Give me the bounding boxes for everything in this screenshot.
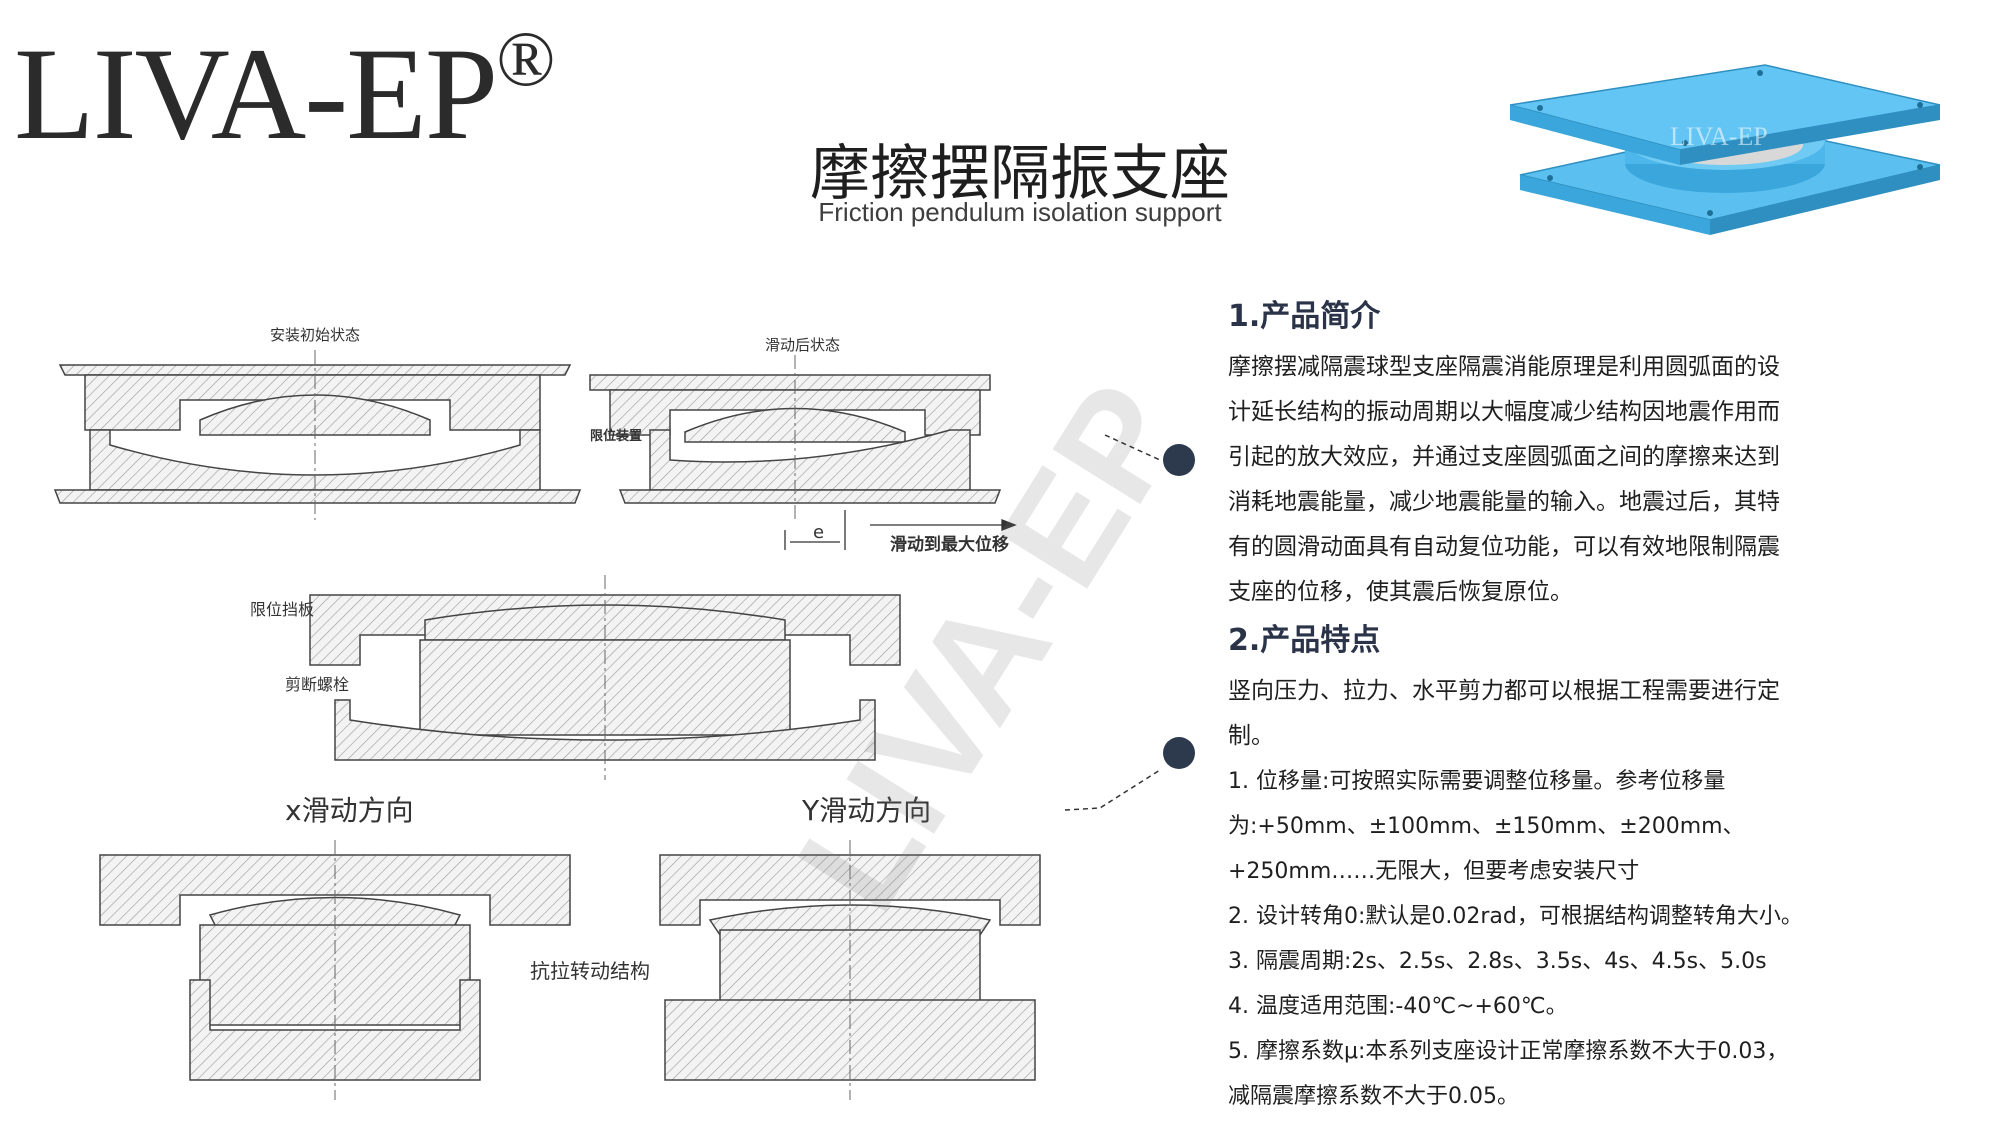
section1-line: 计延长结构的振动周期以大幅度减少结构因地震作用而	[1228, 399, 1780, 425]
brand-logo: LIVA-EP®	[14, 20, 556, 160]
label-shear-bolt: 剪断螺栓	[285, 675, 349, 694]
feature-item: 为:+50mm、±100mm、±150mm、±200mm、	[1228, 814, 1745, 839]
section1-line: 消耗地震能量，减少地震能量的输入。地震过后，其特	[1228, 489, 1780, 515]
label-install-state: 安装初始状态	[270, 326, 360, 344]
engineering-drawings: 安装初始状态 滑动后状态 限位装置 e 滑动到最大位移 限位挡板 剪断螺栓 x滑…	[53, 326, 1041, 1100]
description-column: 1.产品简介 摩擦摆减隔震球型支座隔震消能原理是利用圆弧面的设 计延长结构的振动…	[1228, 295, 1878, 1119]
connector-dot-2	[1163, 737, 1195, 769]
feature-item: 减隔震摩擦系数不大于0.05。	[1228, 1084, 1519, 1109]
label-limit-plate: 限位挡板	[250, 600, 314, 619]
label-e-dimension: e	[813, 522, 824, 543]
page-title: 摩擦摆隔振支座	[810, 139, 1230, 209]
label-slide-max: 滑动到最大位移	[890, 534, 1009, 555]
section1-heading: 1.产品简介	[1228, 299, 1381, 334]
section1-line: 支座的位移，使其震后恢复原位。	[1228, 579, 1573, 605]
section2-intro-line: 竖向压力、拉力、水平剪力都可以根据工程需要进行定	[1228, 678, 1780, 704]
label-x-direction: x滑动方向	[285, 794, 414, 827]
registered-mark: ®	[496, 15, 555, 102]
section1-line: 有的圆滑动面具有自动复位功能，可以有效地限制隔震	[1228, 534, 1780, 560]
page-subtitle: Friction pendulum isolation support	[818, 197, 1222, 227]
section2-heading: 2.产品特点	[1228, 623, 1381, 658]
label-y-direction: Y滑动方向	[801, 794, 931, 827]
connector-dot-1	[1163, 444, 1195, 476]
label-slide-state: 滑动后状态	[765, 336, 840, 354]
section1-line: 引起的放大效应，并通过支座圆弧面之间的摩擦来达到	[1228, 444, 1780, 470]
feature-item: 4. 温度适用范围:-40℃~+60℃。	[1228, 994, 1568, 1019]
label-limit-device: 限位装置	[590, 428, 642, 444]
feature-item: 2. 设计转角0:默认是0.02rad，可根据结构调整转角大小。	[1228, 904, 1803, 929]
feature-item: 1. 位移量:可按照实际需要调整位移量。参考位移量	[1228, 769, 1726, 794]
section2-intro-line: 制。	[1228, 723, 1274, 749]
feature-item: 3. 隔震周期:2s、2.5s、2.8s、3.5s、4s、4.5s、5.0s	[1228, 949, 1767, 974]
label-tension-structure: 抗拉转动结构	[530, 959, 650, 983]
product-image-watermark: LIVA-EP	[1670, 122, 1768, 151]
feature-item: +250mm……无限大，但要考虑安装尺寸	[1228, 859, 1640, 884]
logo-text: LIVA-EP	[14, 20, 498, 167]
section1-line: 摩擦摆减隔震球型支座隔震消能原理是利用圆弧面的设	[1228, 354, 1780, 380]
product-3d-image: LIVA-EP	[1510, 64, 1941, 235]
feature-item: 5. 摩擦系数μ:本系列支座设计正常摩擦系数不大于0.03，	[1228, 1039, 1789, 1064]
